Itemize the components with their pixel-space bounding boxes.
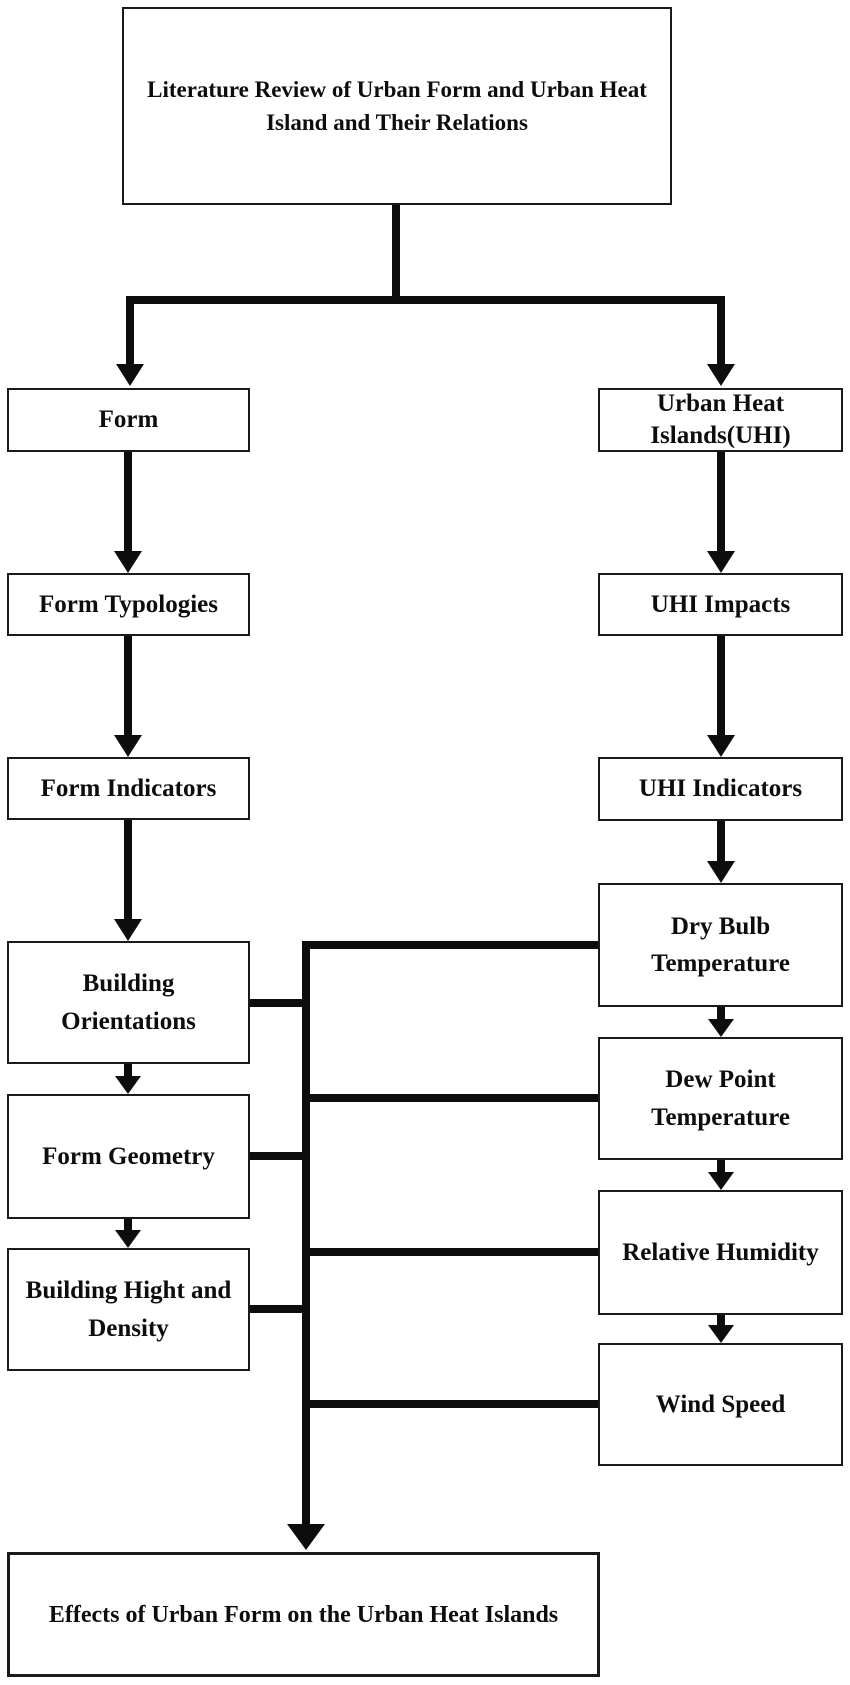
node-label: Form Typologies	[39, 590, 218, 618]
arrow-shaft-dewpoint-to-humidity	[717, 1160, 725, 1172]
arrowhead-indicators-to-drybulb	[707, 861, 735, 883]
arrow-shaft-form-to-typologies	[124, 452, 132, 553]
arrowhead-typologies-to-indicators	[114, 735, 142, 757]
node-label: Building Orientations	[61, 970, 196, 1035]
arrow-shaft-humidity-to-wind	[717, 1315, 725, 1327]
arrowhead-to-effects	[287, 1524, 325, 1550]
connector-building-hight	[250, 1305, 310, 1313]
arrowhead-form-to-typologies	[114, 551, 142, 573]
node-dew-point-temperature: Dew Point Temperature	[598, 1037, 843, 1160]
node-label: UHI Indicators	[638, 775, 803, 803]
arrowhead-indicators-to-orientations	[114, 919, 142, 941]
arrowhead-dewpoint-to-humidity	[708, 1172, 734, 1190]
node-uhi-indicators: UHI Indicators	[598, 757, 843, 821]
node-label: Form Indicators	[40, 774, 217, 802]
arrowhead-to-form	[116, 364, 144, 386]
collector-line	[302, 941, 310, 1525]
connector-drybulb	[302, 941, 598, 949]
branch-line	[126, 296, 725, 304]
stem-line	[392, 205, 400, 304]
node-label: Form Geometry	[42, 1142, 215, 1170]
node-relative-humidity: Relative Humidity	[598, 1190, 843, 1315]
node-label: Urban Heat Islands(UHI)	[650, 389, 791, 450]
connector-form-geometry	[250, 1152, 310, 1160]
connector-relative-humidity	[302, 1248, 598, 1256]
node-form-geometry: Form Geometry	[7, 1094, 250, 1219]
arrowhead-geometry-to-hight	[115, 1230, 141, 1248]
arrowhead-humidity-to-wind	[708, 1325, 734, 1343]
arrow-shaft-orientations-to-geometry	[124, 1064, 132, 1078]
arrow-shaft-drybulb-to-dewpoint	[717, 1007, 725, 1021]
node-uhi-impacts: UHI Impacts	[598, 573, 843, 636]
node-label: Relative Humidity	[622, 1238, 819, 1266]
node-form: Form	[7, 388, 250, 452]
arrow-shaft-typologies-to-indicators	[124, 636, 132, 737]
node-label: Literature Review of Urban Form and Urba…	[147, 76, 647, 135]
connector-wind-speed	[302, 1400, 598, 1408]
arrowhead-uhi-to-impacts	[707, 551, 735, 573]
node-label: UHI Impacts	[650, 590, 791, 618]
node-building-orientations: Building Orientations	[7, 941, 250, 1064]
node-label: Wind Speed	[655, 1390, 786, 1418]
arrowhead-to-uhi	[707, 364, 735, 386]
node-label: Effects of Urban Form on the Urban Heat …	[48, 1601, 559, 1628]
connector-building-orientations	[250, 999, 310, 1007]
arrowhead-orientations-to-geometry	[115, 1076, 141, 1094]
arrow-shaft-impacts-to-indicators	[717, 636, 725, 737]
arrow-shaft-indicators-to-orientations	[124, 820, 132, 921]
node-label: Dry Bulb Temperature	[651, 912, 790, 978]
arrowhead-drybulb-to-dewpoint	[708, 1019, 734, 1037]
arrowhead-impacts-to-indicators	[707, 735, 735, 757]
arrow-shaft-uhi-to-impacts	[717, 452, 725, 553]
node-literature-review: Literature Review of Urban Form and Urba…	[122, 7, 672, 205]
arrow-shaft-indicators-to-drybulb	[717, 821, 725, 863]
arrow-shaft-geometry-to-hight	[124, 1219, 132, 1232]
node-effects: Effects of Urban Form on the Urban Heat …	[7, 1552, 600, 1677]
node-wind-speed: Wind Speed	[598, 1343, 843, 1466]
arrow-shaft-to-form	[126, 296, 134, 366]
node-label: Dew Point Temperature	[651, 1066, 790, 1131]
node-form-indicators: Form Indicators	[7, 757, 250, 820]
connector-dewpoint	[302, 1094, 598, 1102]
node-urban-heat-islands: Urban Heat Islands(UHI)	[598, 388, 843, 452]
node-label: Form	[98, 406, 159, 434]
node-label: Building Hight and Density	[25, 1277, 232, 1342]
node-form-typologies: Form Typologies	[7, 573, 250, 636]
node-dry-bulb-temperature: Dry Bulb Temperature	[598, 883, 843, 1007]
node-building-hight-density: Building Hight and Density	[7, 1248, 250, 1371]
arrow-shaft-to-uhi	[717, 296, 725, 366]
